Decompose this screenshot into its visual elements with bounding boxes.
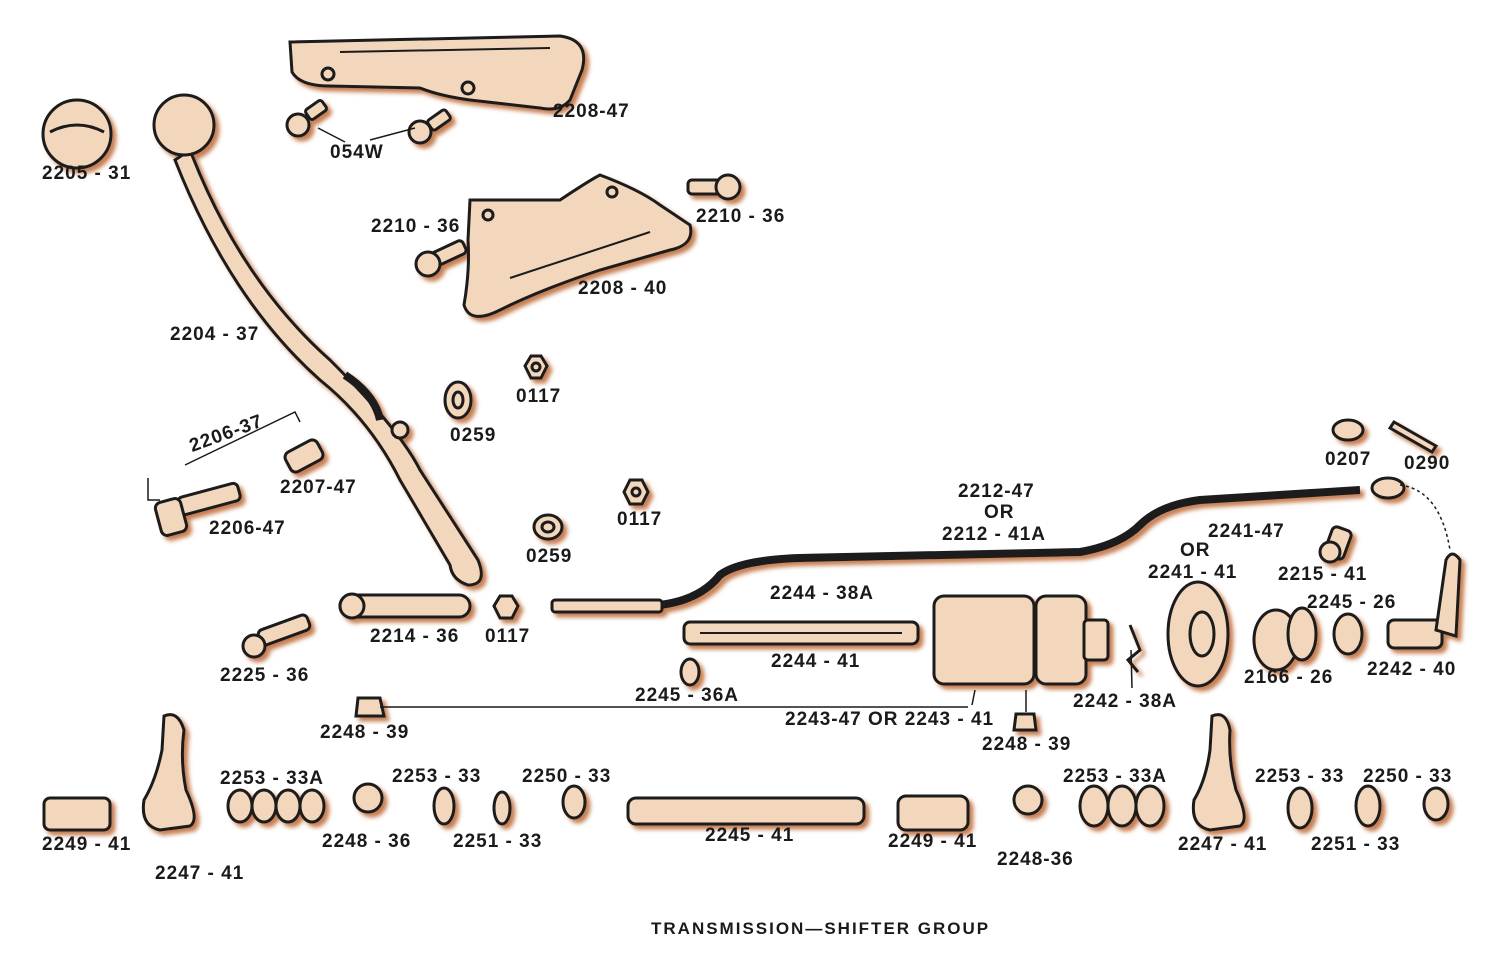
part-label-2206-47: 2206-47: [209, 518, 286, 539]
spring-2253-33-left: [432, 786, 456, 826]
shift-rod-2212: [556, 486, 1361, 609]
rod-end-eye: [1370, 476, 1406, 500]
part-label-2166-26: 2166 - 26: [1244, 667, 1334, 688]
shift-lever: [152, 93, 483, 587]
part-label-2214-36: 2214 - 36: [370, 626, 460, 647]
part-label-2247-41-left: 2247 - 41: [155, 863, 245, 884]
shift-knob: [41, 98, 113, 170]
part-label-054w: 054W: [330, 142, 384, 163]
part-label-0117-c: 0117: [485, 626, 531, 647]
part-label-2247-41-right: 2247 - 41: [1178, 834, 1268, 855]
fork-2247-41-right: [1191, 713, 1246, 832]
part-label-2242-38a: 2242 - 38A: [1073, 691, 1178, 712]
part-label-2250-33-left: 2250 - 33: [522, 766, 612, 787]
part-label-2253-33a-left: 2253 - 33A: [220, 768, 325, 789]
cap-2248-39-right: [1012, 712, 1038, 732]
part-label-2208-47-top: 2208-47: [553, 101, 630, 122]
stop-2248-36-left: [352, 782, 384, 814]
part-label-2251-33-left: 2251 - 33: [453, 831, 543, 852]
part-label-2248-36-left: 2248 - 36: [322, 831, 412, 852]
part-label-2245-26: 2245 - 26: [1307, 592, 1397, 613]
shifter-fork-housing-2243: [932, 594, 1110, 686]
shifter-plate-bottom: [462, 173, 693, 318]
part-label-0290: 0290: [1404, 453, 1451, 474]
washer-2245-26: [1332, 612, 1364, 656]
detent-2245-36a: [679, 657, 701, 687]
plug-2250-33-left: [561, 784, 587, 820]
plug-2249-41-left: [42, 796, 112, 832]
spring-set-2253-33a-left: [226, 788, 326, 824]
part-label-2225-36: 2225 - 36: [220, 665, 310, 686]
bolt-2225-36: [241, 613, 312, 659]
part-label-2241-41: 2241 - 41: [1148, 562, 1238, 583]
part-label-2251-33-right: 2251 - 33: [1311, 834, 1401, 855]
part-label-2249-41-left: 2249 - 41: [42, 834, 132, 855]
stop-2248-36-right: [1012, 784, 1044, 816]
part-label-2253-33-right: 2253 - 33: [1255, 766, 1345, 787]
part-label-2207-47: 2207-47: [280, 477, 357, 498]
diagram-caption: TRANSMISSION—SHIFTER GROUP: [651, 919, 991, 938]
threaded-end: [550, 598, 664, 614]
washer-0207: [1331, 418, 1365, 442]
part-label-2245-36a: 2245 - 36A: [635, 685, 740, 706]
link-2214-36: [338, 592, 472, 620]
cap-2248-39-left: [354, 696, 386, 718]
part-label-2210-36-left: 2210 - 36: [371, 216, 461, 237]
spring-2253-33-right: [1286, 786, 1314, 830]
part-label-0259-a: 0259: [450, 425, 497, 446]
part-label-2241-or: OR: [1180, 540, 1211, 561]
part-label-2208-40: 2208 - 40: [578, 278, 668, 299]
part-label-2253-33a-right: 2253 - 33A: [1063, 766, 1168, 787]
part-label-2250-33-right: 2250 - 33: [1363, 766, 1453, 787]
screw-2210-36-right: [686, 173, 742, 201]
crank-2242-40: [1386, 552, 1462, 650]
part-label-2244-38a: 2244 - 38A: [770, 583, 875, 604]
ball-2251-33-left: [492, 790, 512, 826]
plug-2250-33-right: [1422, 786, 1450, 822]
part-label-2243: 2243-47 OR 2243 - 41: [785, 709, 995, 730]
nut-0117-a-hole: [530, 361, 542, 373]
plug-2249-41-right: [896, 794, 970, 832]
part-label-2248-39-left: 2248 - 39: [320, 722, 410, 743]
part-label-2241-47: 2241-47: [1208, 521, 1285, 542]
leader-lines: [147, 127, 1451, 712]
ball-2251-33-right: [1354, 784, 1382, 828]
nut-0117-c: [492, 594, 520, 620]
screw-2210-36-left: [414, 239, 468, 278]
pivot-pin-2206-47: [153, 481, 242, 537]
cotter-pin-0290: [1387, 420, 1439, 454]
shifter-rod-2245-41: [626, 796, 866, 826]
part-label-2245-41: 2245 - 41: [705, 825, 795, 846]
part-label-2212-47: 2212-47: [958, 481, 1035, 502]
part-label-2248-36-right: 2248-36: [997, 849, 1074, 870]
spring-set-2253-33a-right: [1078, 784, 1166, 828]
part-label-2248-39-right: 2248 - 39: [982, 734, 1072, 755]
part-label-2205-31: 2205 - 31: [42, 163, 132, 184]
part-label-0117-a: 0117: [516, 386, 562, 407]
part-label-2253-33-left: 2253 - 33: [392, 766, 482, 787]
part-label-2212-41a: 2212 - 41A: [942, 524, 1047, 545]
part-label-0207: 0207: [1325, 449, 1372, 470]
bushing-2207-47: [283, 438, 325, 474]
housing-cap-2241: [1166, 580, 1230, 688]
part-label-2204-37: 2204 - 37: [170, 324, 260, 345]
part-label-2242-40: 2242 - 40: [1367, 659, 1457, 680]
part-label-2215-41: 2215 - 41: [1278, 564, 1368, 585]
part-label-2212-or: OR: [984, 502, 1015, 523]
plug-2215-41: [1318, 525, 1353, 564]
screw-054w-right: [407, 108, 452, 145]
part-label-0259-b: 0259: [526, 546, 573, 567]
seal-2245-26: [1286, 606, 1318, 662]
screw-054w-left: [285, 99, 328, 138]
part-label-2244-41: 2244 - 41: [771, 651, 861, 672]
shifter-plate-top: [288, 34, 586, 111]
fork-2247-41-left: [141, 713, 196, 832]
part-label-2249-41-right: 2249 - 41: [888, 831, 978, 852]
part-label-2210-36-right: 2210 - 36: [696, 206, 786, 227]
part-label-0117-b: 0117: [617, 509, 663, 530]
spring-clip-2242-38a: [1125, 624, 1142, 673]
